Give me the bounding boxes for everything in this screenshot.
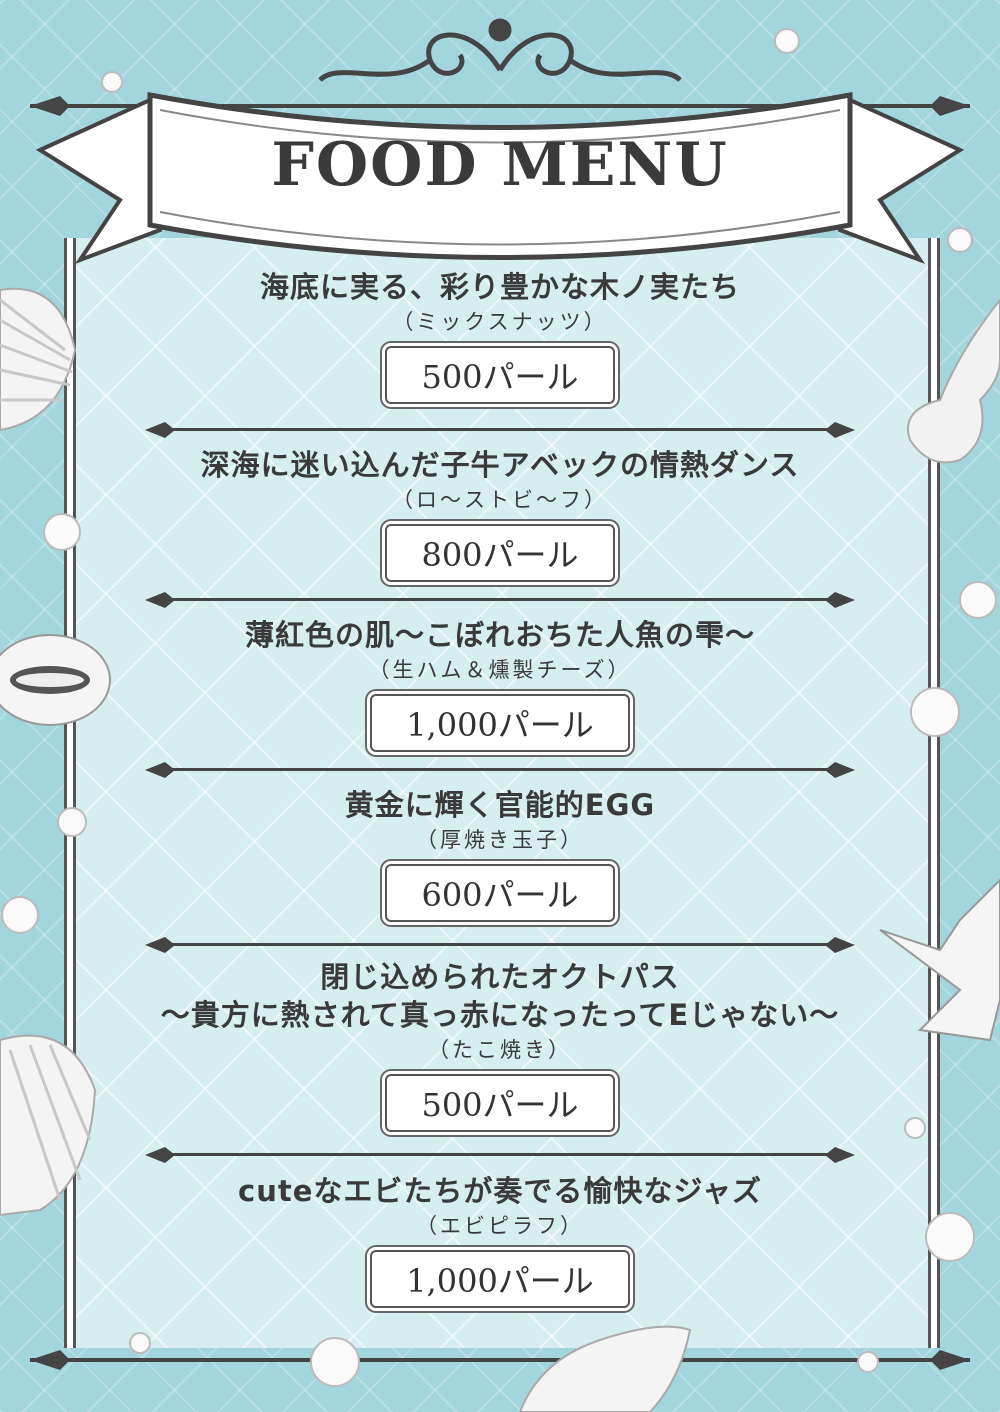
menu-item: 閉じ込められたオクトパス ～貴方に熱されて真っ赤になったってEじゃない～ （たこ… (0, 958, 1000, 1132)
price-badge: 1,000パール (370, 694, 630, 752)
price-badge: 1,000パール (370, 1250, 630, 1308)
menu-item-subtitle: （生ハム＆燻製チーズ） (368, 658, 632, 682)
menu-item-subtitle: （ミックスナッツ） (392, 310, 608, 334)
menu-item-title-line2: ～貴方に熱されて真っ赤になったってEじゃない～ (160, 998, 840, 1032)
menu-item-subtitle: （ロ～ストビ～フ） (392, 488, 608, 512)
menu-item: 黄金に輝く官能的EGG （厚焼き玉子） 600パール (0, 786, 1000, 922)
menu-panel (64, 238, 940, 1348)
menu-item-title: 黄金に輝く官能的EGG (344, 788, 656, 822)
menu-item: 薄紅色の肌～こぼれおちた人魚の雫～ （生ハム＆燻製チーズ） 1,000パール (0, 616, 1000, 752)
menu-item-title: cuteなエビたちが奏でる愉快なジャズ (238, 1174, 762, 1208)
menu-item-subtitle: （エビピラフ） (416, 1214, 584, 1238)
price-badge: 600パール (385, 864, 615, 922)
price-badge: 500パール (385, 1074, 615, 1132)
menu-item-subtitle: （たこ焼き） (428, 1038, 572, 1062)
menu-item: 深海に迷い込んだ子牛アベックの情熱ダンス （ロ～ストビ～フ） 800パール (0, 446, 1000, 582)
price-badge: 500パール (385, 346, 615, 404)
menu-item-title: 深海に迷い込んだ子牛アベックの情熱ダンス (200, 448, 800, 482)
menu-item-title: 海底に実る、彩り豊かな木ノ実たち (259, 270, 740, 304)
menu-item-subtitle: （厚焼き玉子） (416, 828, 584, 852)
menu-item: 海底に実る、彩り豊かな木ノ実たち （ミックスナッツ） 500パール (0, 268, 1000, 404)
menu-item-title: 閉じ込められたオクトパス (320, 960, 680, 994)
price-badge: 800パール (385, 524, 615, 582)
menu-item: cuteなエビたちが奏でる愉快なジャズ （エビピラフ） 1,000パール (0, 1172, 1000, 1308)
menu-item-title: 薄紅色の肌～こぼれおちた人魚の雫～ (244, 618, 755, 652)
